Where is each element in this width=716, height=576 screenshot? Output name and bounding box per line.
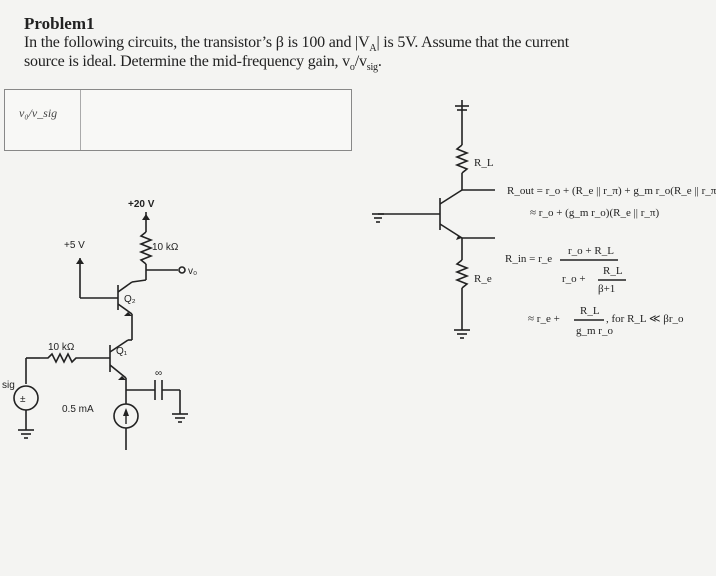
output-node [178,266,186,274]
vcc-arrow [142,214,150,220]
rin-numerator: r_o + R_L [568,245,614,257]
q2-label: Q₂ [124,294,136,305]
approx-numerator: R_L [580,305,600,317]
rout-equation: R_out = r_o + (R_e || r_π) + g_m r_o(R_e… [507,185,716,197]
rin-lhs: R_in = r_e [505,253,552,265]
q2-emitter-arrow [124,312,132,316]
line2-sub-o: o [349,62,355,74]
approx-lhs: ≈ r_e + [528,313,560,325]
rc-resistor [138,231,154,265]
v5-label: +5 V [64,240,85,251]
rin-den-denominator: β+1 [598,283,615,295]
line2-end: . [377,53,382,70]
q2-collector-lead [117,281,133,293]
vo-label: v₀ [188,266,197,277]
q-emitter-arrow [456,236,462,240]
q2-collector-wire [131,279,147,283]
vsig-source [13,385,39,411]
current-source-label: 0.5 mA [62,404,94,415]
problem-statement-line1: In the following circuits, the transisto… [24,34,569,54]
q1-emitter-lead [109,364,127,379]
line2-sub-sig: sig [366,62,378,74]
q-emitter-lead [439,223,463,239]
rc-label: 10 kΩ [152,242,179,253]
problem-statement-line2: source is ideal. Determine the mid-frequ… [24,53,382,73]
line1-subscript: A [369,43,377,55]
re-label: R_e [474,273,492,285]
rsig-resistor [40,352,110,364]
rsig-label: 10 kΩ [48,342,75,353]
q-collector-lead [439,189,463,205]
sig-label: sig [2,380,15,391]
q2-emitter-lead [117,303,133,315]
rout-approx: ≈ r_o + (g_m r_o)(R_e || r_π) [530,207,659,219]
q1-emitter-arrow [118,376,126,380]
cs-arrow-head [123,408,129,416]
answer-box[interactable]: v₀/v_sig [4,89,352,151]
vsig-plus-minus: ± [20,394,26,405]
cap-label: ∞ [155,368,162,379]
approx-condition: , for R_L ≪ βr_o [606,313,684,325]
line2-slash: /v [354,53,367,70]
re-resistor [454,259,470,289]
approx-denominator: g_m r_o [576,325,613,337]
problem-title: Problem1 [24,14,95,33]
line1-end: | is 5V. Assume that the current [376,34,569,51]
line1-text: In the following circuits, the transisto… [24,34,370,51]
rl-label: R_L [474,157,494,169]
q1-collector-lead [109,339,129,353]
rin-denominator-a: r_o + [562,273,586,285]
answer-label: v₀/v_sig [9,90,81,150]
vcc-label: +20 V [128,199,155,210]
rin-den-numerator: R_L [603,265,623,277]
line2-text: source is ideal. Determine the mid-frequ… [24,53,350,70]
v5-arrow [76,258,84,264]
rl-resistor [454,144,470,174]
q1-label: Q₁ [116,346,128,357]
